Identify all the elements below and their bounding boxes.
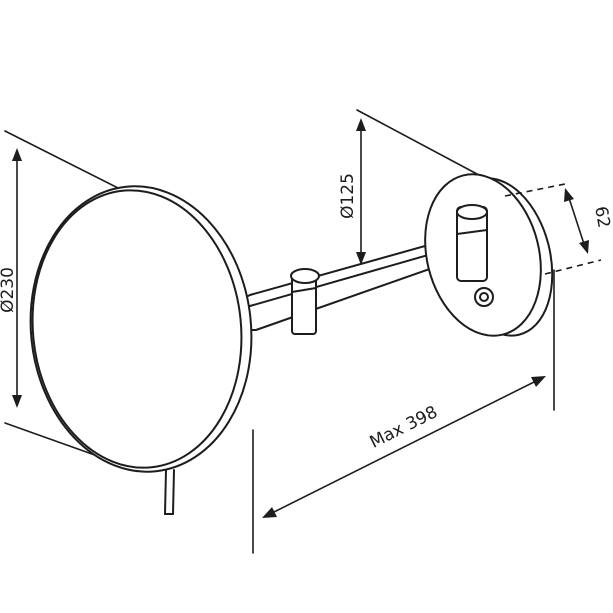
dimension-max-extension: Max 398 (262, 376, 546, 518)
dimension-plate-depth: 62 (504, 183, 613, 275)
wall-hinge-seam (456, 229, 488, 235)
wall-plate-screw (474, 287, 494, 307)
mirror-rim (29, 185, 253, 473)
plate-depth-label: 62 (590, 205, 613, 230)
plate-top-extension-line (356, 109, 493, 183)
mirror-diameter-arrow-bottom (12, 395, 22, 408)
mirror-face (31, 189, 243, 469)
mirror-diameter-arrow-top (12, 148, 22, 161)
plate-depth-arrow-bottom (579, 240, 589, 254)
arm-middle-joint-cap (290, 268, 320, 284)
max-extension-arrow-left (262, 507, 277, 518)
dimension-mirror-diameter: Ø230 (0, 148, 22, 408)
plate-depth-arrow-top (564, 188, 574, 202)
dimension-plate-diameter: Ø125 (338, 118, 366, 265)
max-extension-arrow-right (531, 376, 546, 387)
plate-depth-bottom-guide (544, 259, 602, 275)
max-extension-label: Max 398 (367, 402, 441, 452)
wall-plate (424, 173, 554, 337)
plate-diameter-arrow-bottom (356, 252, 366, 265)
mirror-stem-left (164, 469, 167, 515)
mirror-diameter-label: Ø230 (0, 267, 18, 313)
mirror-stem-right (172, 469, 175, 515)
plate-depth-line (568, 197, 585, 245)
swing-arm (239, 231, 479, 335)
mirror-top-extension-line (4, 130, 129, 194)
plate-diameter-arrow-top (356, 118, 366, 131)
plate-diameter-label: Ø125 (338, 173, 358, 219)
wall-plate-screw-hole (479, 292, 489, 302)
mirror (29, 185, 253, 515)
wall-hinge-cap (456, 204, 488, 220)
max-extension-line (271, 380, 537, 514)
arm-middle-joint-seam (291, 287, 317, 293)
extension-lines (4, 109, 555, 554)
